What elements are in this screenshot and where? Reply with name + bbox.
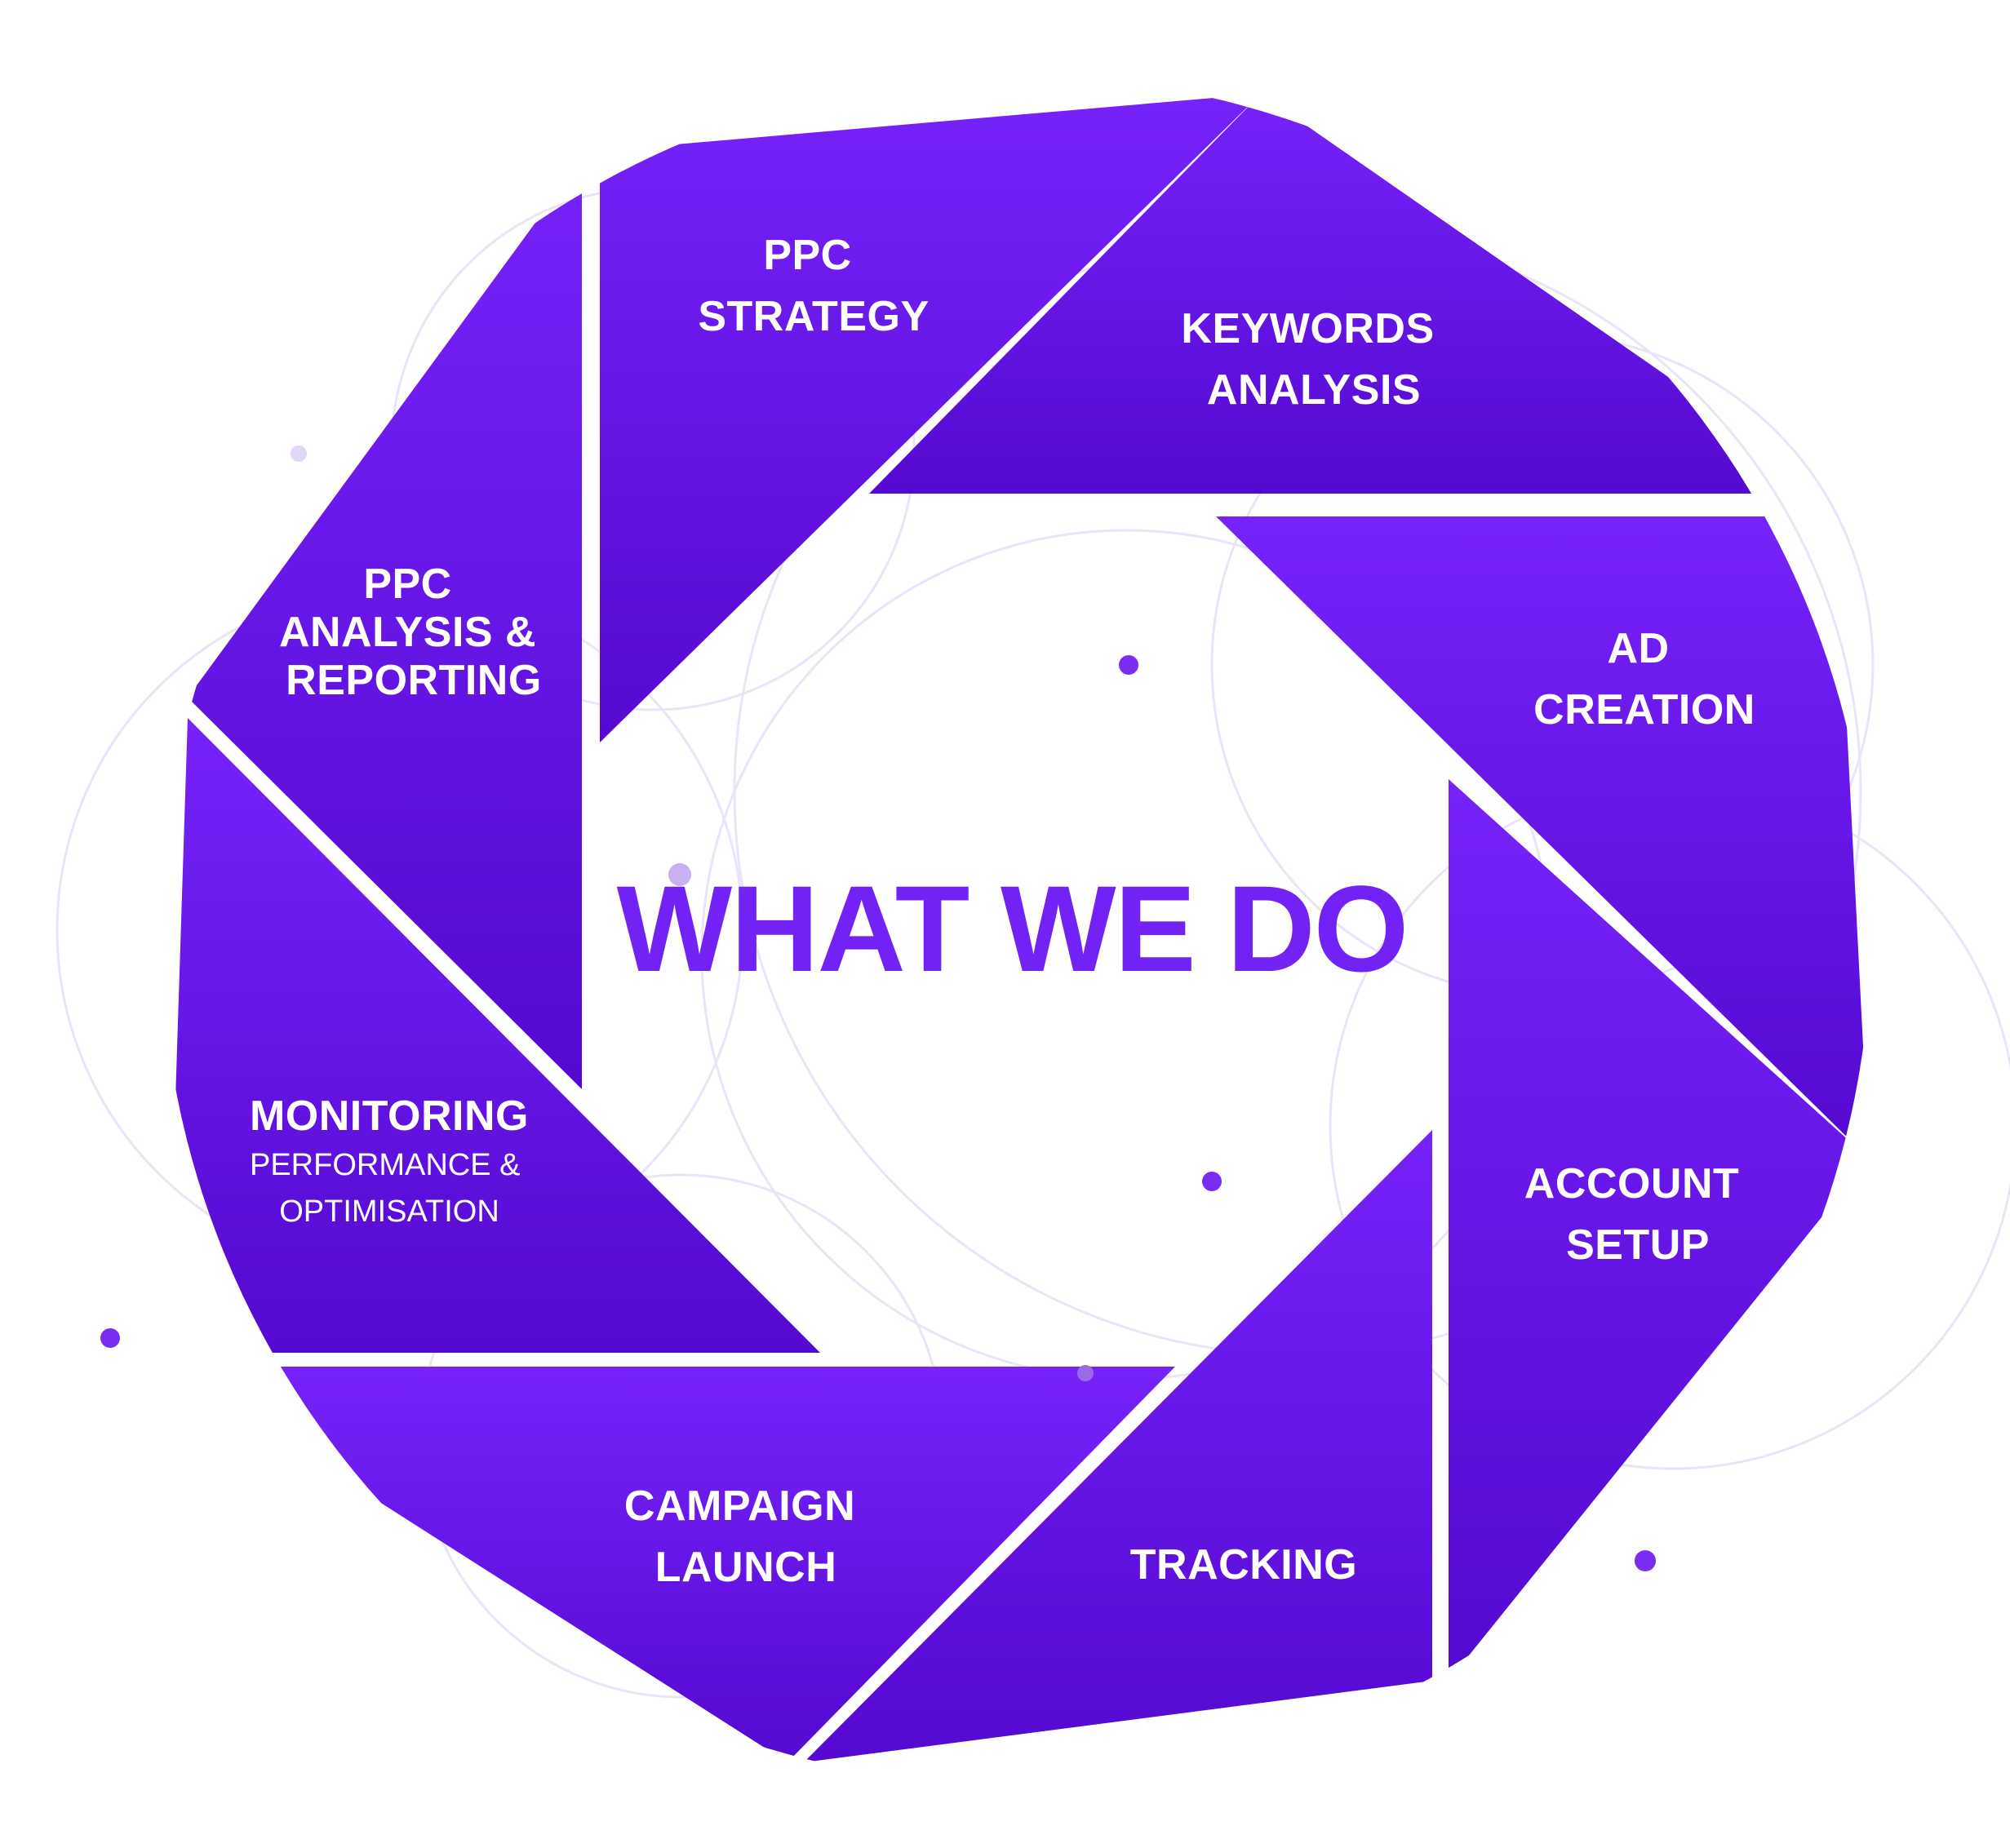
segment-labels: PPC STRATEGY KEYWORDS ANALYSIS AD CREATI… bbox=[250, 232, 1755, 1591]
dot bbox=[1635, 1550, 1656, 1571]
segment-ppc-analysis-reporting[interactable] bbox=[188, 159, 582, 1089]
segment-monitoring[interactable] bbox=[167, 718, 820, 1353]
dot bbox=[291, 445, 307, 462]
label-keywords-analysis: KEYWORDS ANALYSIS bbox=[1181, 305, 1446, 414]
label-ad-creation: AD CREATION bbox=[1533, 625, 1755, 733]
dot bbox=[668, 863, 691, 886]
aperture bbox=[167, 94, 1869, 1762]
segment-campaign-launch[interactable] bbox=[167, 1367, 1175, 1762]
label-ppc-analysis-reporting: PPC ANALYSIS & REPORTING bbox=[279, 561, 548, 704]
label-account-setup: ACCOUNT SETUP bbox=[1524, 1160, 1751, 1269]
segment-keywords-analysis[interactable] bbox=[869, 94, 1836, 494]
label-campaign-launch: CAMPAIGN LAUNCH bbox=[624, 1482, 867, 1591]
label-monitoring: MONITORING bbox=[250, 1092, 529, 1140]
dot bbox=[100, 1328, 120, 1348]
label-ppc-strategy: PPC STRATEGY bbox=[698, 232, 929, 340]
dot bbox=[1119, 655, 1138, 675]
decorative-dots bbox=[100, 445, 1656, 1571]
segment-tracking[interactable] bbox=[804, 1130, 1432, 1762]
segment-ad-creation[interactable] bbox=[1216, 516, 1869, 1159]
label-monitoring-sub: PERFORMANCE & OPTIMISATION bbox=[250, 1148, 529, 1229]
dot bbox=[1077, 1365, 1094, 1381]
segment-account-setup[interactable] bbox=[1449, 779, 1869, 1681]
segment-ppc-strategy[interactable] bbox=[600, 94, 1261, 742]
dot bbox=[1202, 1172, 1222, 1191]
label-tracking: TRACKING bbox=[1130, 1541, 1357, 1589]
center-title: WHAT WE DO bbox=[617, 860, 1408, 997]
